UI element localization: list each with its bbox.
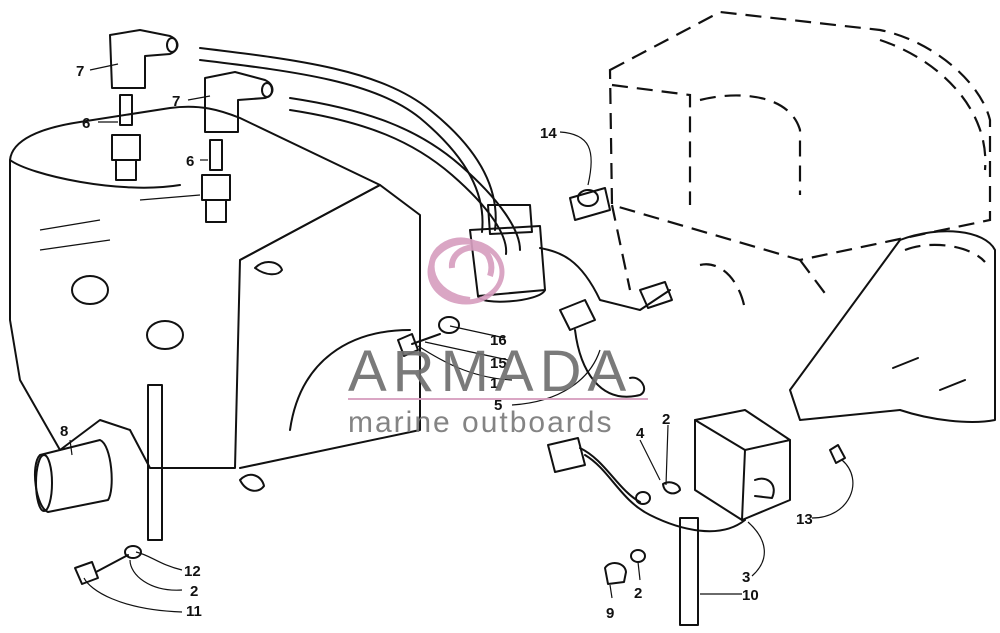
callout-label: 1 — [490, 375, 498, 392]
washer — [438, 316, 460, 334]
bolt-lower — [74, 561, 99, 585]
wire-harness — [547, 437, 746, 533]
washer-lower — [124, 545, 142, 559]
washer-right — [630, 549, 646, 563]
callout-label: 2 — [190, 583, 198, 600]
callout-label: 15 — [490, 355, 507, 372]
lock-washer — [635, 491, 651, 505]
callout-numbers: 7 7 6 6 8 14 16 15 1 5 4 2 13 12 2 11 3 … — [60, 63, 813, 622]
callout-label: 5 — [494, 397, 502, 414]
spark-plug-left — [111, 94, 141, 181]
ignition-wires — [199, 47, 521, 255]
callout-label: 6 — [82, 115, 90, 132]
watermark-rule — [348, 398, 648, 400]
screw-head — [604, 562, 627, 585]
bolt-head — [397, 333, 419, 357]
callout-label: 10 — [742, 587, 759, 604]
nut — [662, 481, 681, 495]
spark-plug-cap-right — [204, 71, 274, 133]
callout-label: 3 — [742, 569, 750, 586]
strap-bar — [147, 384, 163, 541]
leader-lines — [69, 63, 854, 613]
callout-label: 14 — [540, 125, 557, 142]
star-washer — [829, 444, 846, 464]
callout-label: 11 — [186, 603, 202, 620]
callout-label: 6 — [186, 153, 194, 170]
callout-label: 16 — [490, 332, 507, 349]
watermark-logo-mark — [428, 237, 495, 303]
callout-label: 4 — [636, 425, 645, 442]
grommet — [577, 189, 599, 207]
engine-block — [9, 105, 421, 492]
watermark-title: ARMADA — [348, 339, 632, 404]
spark-plug-cap-left — [109, 29, 179, 89]
sleeve — [33, 439, 113, 513]
callout-label: 2 — [634, 585, 642, 602]
callout-label: 7 — [76, 63, 84, 80]
callout-label: 7 — [172, 93, 180, 110]
spark-plug-right — [201, 139, 231, 223]
ground-strap — [679, 517, 699, 626]
stud-lower — [939, 379, 966, 391]
callout-label: 8 — [60, 423, 68, 440]
watermark-logo-ring — [427, 239, 505, 305]
watermark-subtitle: marine outboards — [348, 406, 613, 439]
callout-label: 13 — [796, 511, 813, 528]
callout-label: 12 — [184, 563, 201, 580]
cowling-phantom — [608, 10, 992, 311]
strap-connector — [559, 281, 673, 398]
mounting-bracket — [789, 230, 996, 423]
hardware — [33, 187, 966, 626]
stud-upper — [892, 357, 919, 369]
watermark: ARMADA marine outboards — [348, 237, 648, 439]
electronic-module — [694, 409, 791, 521]
callout-label: 9 — [606, 605, 614, 622]
callout-label: 2 — [662, 411, 670, 428]
